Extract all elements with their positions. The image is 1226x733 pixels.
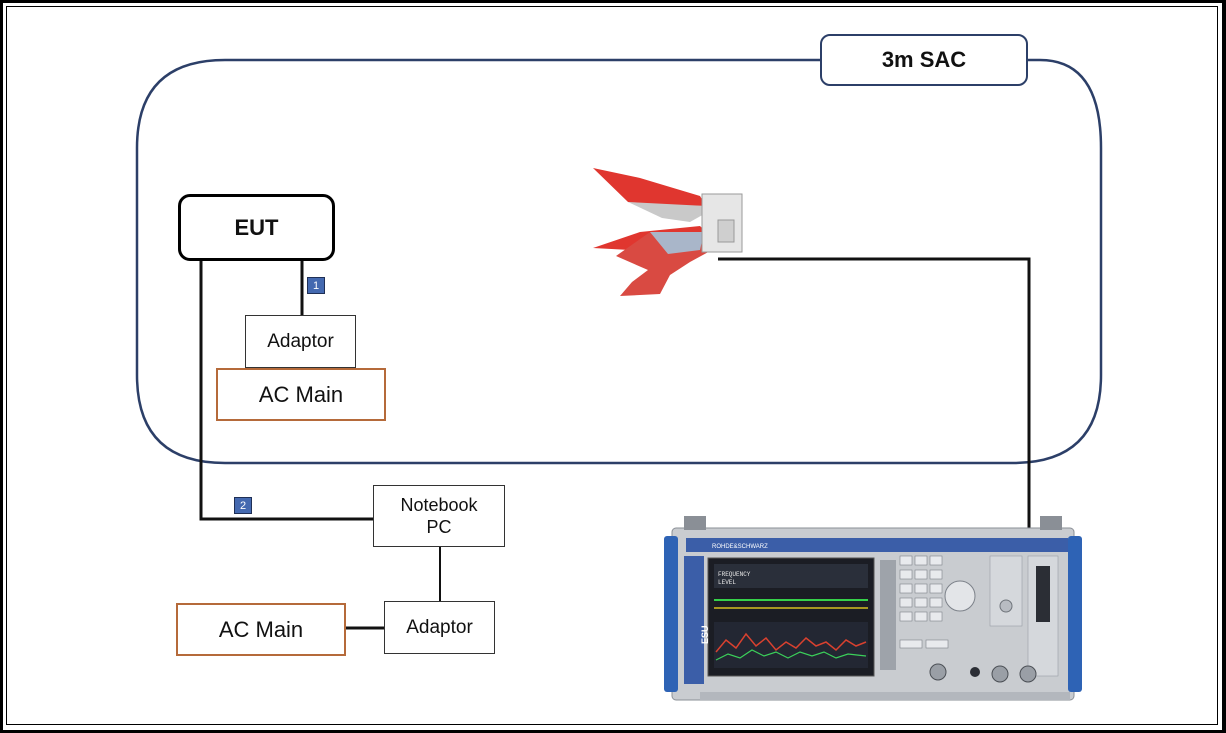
receiver-screen-line2: LEVEL <box>718 579 736 586</box>
chamber-outline <box>135 58 1103 465</box>
notebook-pc-box: Notebook PC <box>373 485 505 547</box>
receiver-model-text: ESU <box>700 625 710 644</box>
notebook-label-line2: PC <box>426 517 452 537</box>
receiver-brand-text: ROHDE&SCHWARZ <box>712 544 768 550</box>
outer-ac-main-box: AC Main <box>176 603 346 656</box>
inner-frame <box>6 6 1218 725</box>
eut-box: EUT <box>178 194 335 261</box>
inner-ac-main-box: AC Main <box>216 368 386 421</box>
cable-1-badge: 1 <box>307 277 325 294</box>
emi-test-receiver-icon <box>664 516 1082 701</box>
receiver-screen-line1: FREQUENCY <box>718 571 751 578</box>
chamber-label: 3m SAC <box>820 34 1028 86</box>
inner-adaptor-box: Adaptor <box>245 315 356 368</box>
outer-adaptor-box: Adaptor <box>384 601 495 654</box>
notebook-label-line1: Notebook <box>400 495 478 515</box>
cable-2-badge: 2 <box>234 497 252 514</box>
cable-2-line <box>199 261 373 521</box>
horn-antenna-icon <box>593 168 743 296</box>
